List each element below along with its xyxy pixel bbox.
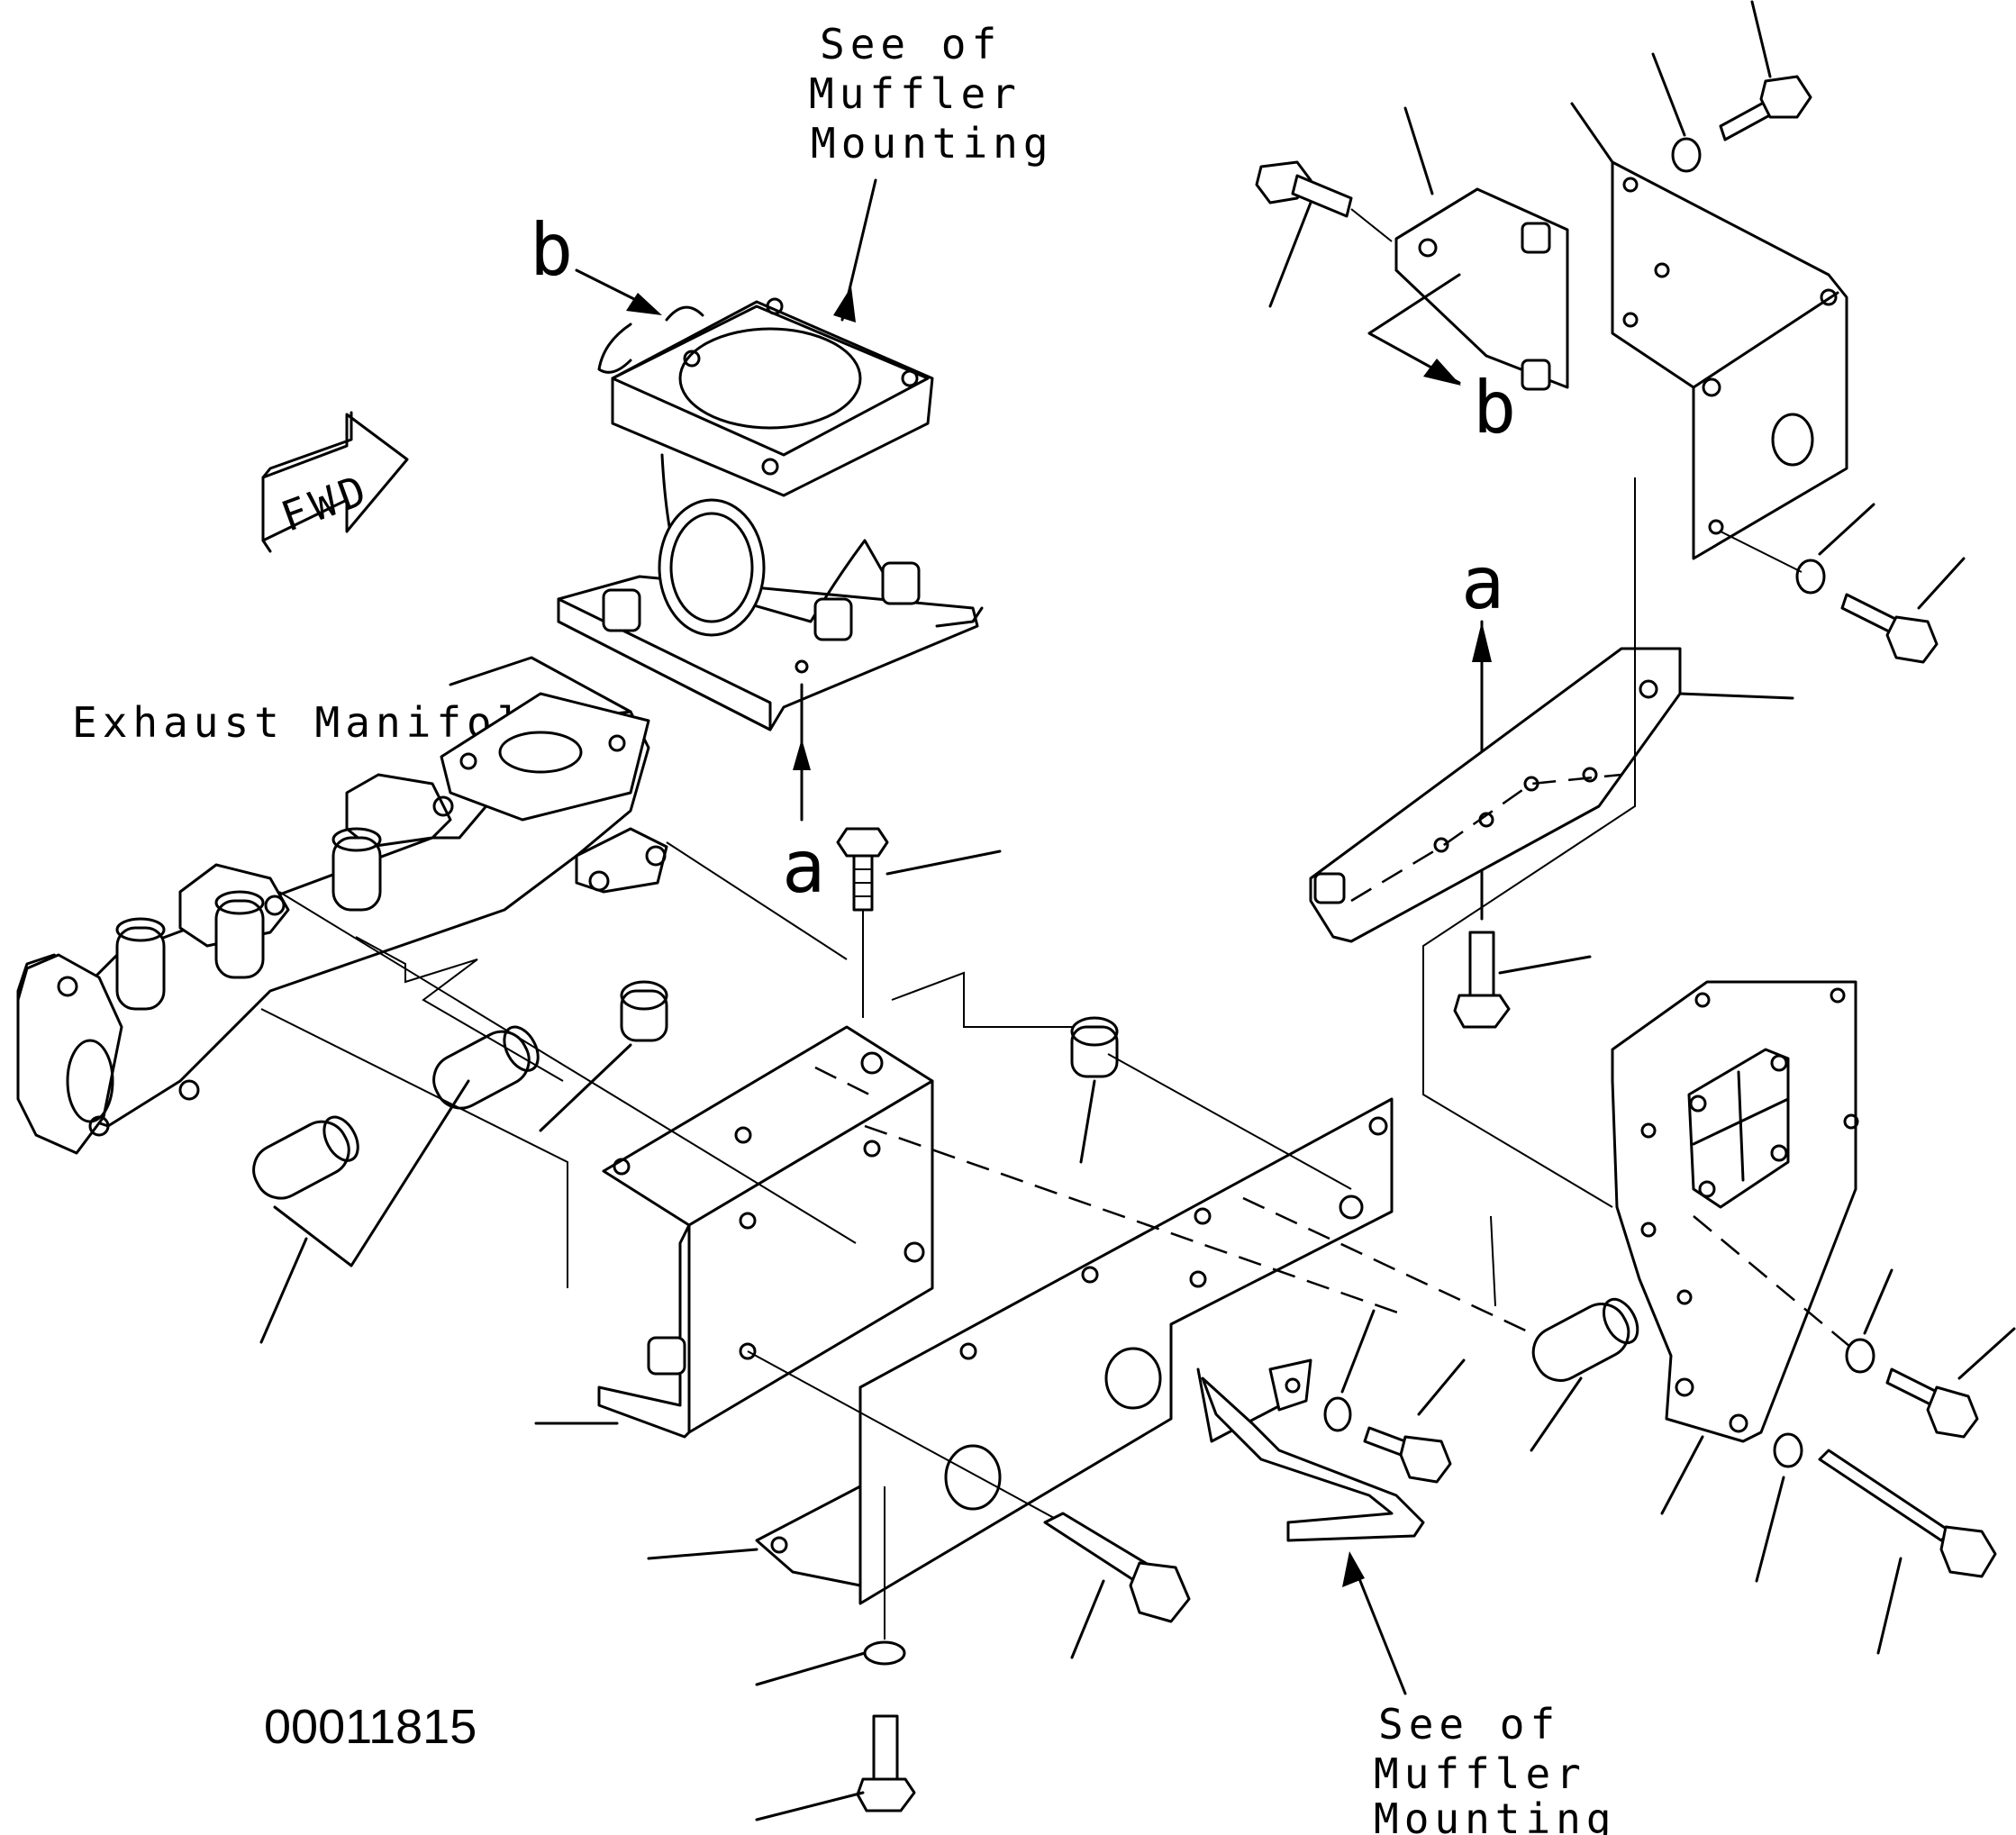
view-b-right: b [1367, 273, 1516, 450]
elbow-assembly [557, 297, 984, 731]
bolt-parts [747, 0, 2016, 1821]
view-b-right-label: b [1473, 366, 1516, 450]
upper-right-small-bracket [1394, 106, 1569, 391]
arrow-icon [1342, 1551, 1365, 1587]
see-muffler-label-top: See of Muffler Mounting [809, 20, 1054, 322]
see-muffler-top-line2: Muffler [809, 69, 1022, 118]
front-bracket [647, 1097, 1394, 1605]
upper-right-plate [1570, 102, 1848, 560]
leader-lines [260, 477, 1636, 1335]
see-muffler-bottom-line1: See of [1378, 1700, 1560, 1749]
bolt-right-long [1755, 1432, 1997, 1655]
view-a-right-label: a [1461, 541, 1504, 625]
bolt-vertical-center [836, 827, 1002, 1018]
see-muffler-bottom-line2: Muffler [1374, 1749, 1586, 1798]
bolt-vertical-right [1453, 931, 1592, 1029]
fwd-arrow-icon: FWD [261, 411, 409, 553]
arrow-icon [1472, 622, 1492, 662]
center-bracket [534, 1025, 934, 1439]
arrow-icon [626, 293, 662, 315]
bolt-upper-left [1255, 160, 1393, 308]
bolt-right-mid [1693, 1215, 2016, 1439]
right-large-plate [1611, 980, 1859, 1515]
arrow-icon [793, 739, 811, 770]
arrow-icon [833, 286, 856, 322]
view-b-left: b [530, 208, 662, 315]
bolt-right-upper-mid [1720, 503, 1966, 664]
view-a-right: a [1461, 541, 1504, 921]
pipe-part [1201, 1358, 1425, 1695]
bolt-bottom [755, 1486, 916, 1821]
middle-right-strap [1309, 647, 1794, 943]
bolt-upper-right [1651, 0, 1812, 173]
arrow-icon [1423, 359, 1461, 386]
see-muffler-top-line1: See of [820, 20, 1002, 68]
view-a-left-label: a [782, 825, 825, 909]
drawing-number: 00011815 [264, 1700, 477, 1754]
spacer-parts [252, 980, 1639, 1452]
view-a-left: a [782, 683, 825, 909]
bolt-long-center [747, 1350, 1191, 1659]
see-muffler-bottom-line3: Mounting [1374, 1794, 1617, 1835]
view-b-left-label: b [530, 208, 573, 292]
see-muffler-label-bottom: See of Muffler Mounting [1374, 1700, 1617, 1835]
see-muffler-top-line3: Mounting [811, 119, 1054, 168]
bolt-washer-bottom-mid [1323, 1309, 1466, 1484]
exhaust-manifold [16, 656, 668, 1155]
